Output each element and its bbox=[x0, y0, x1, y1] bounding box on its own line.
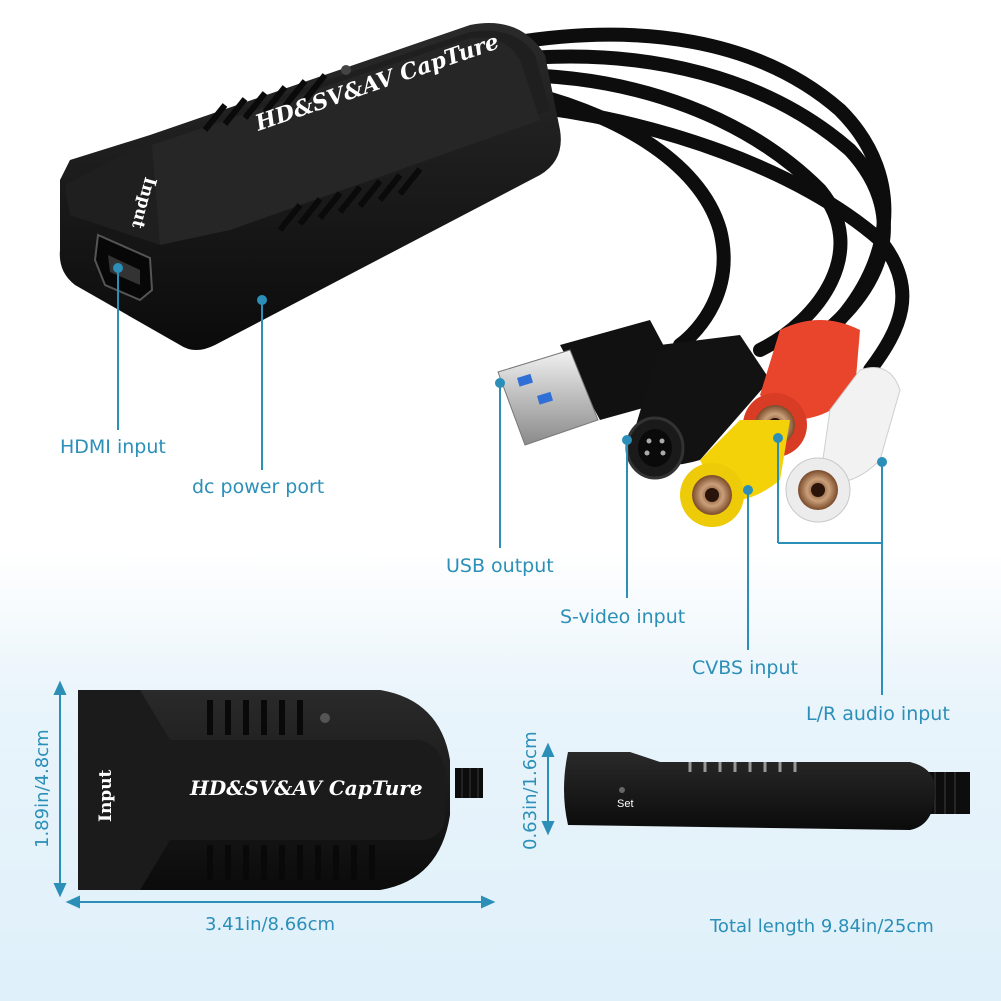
capture-device-topview bbox=[78, 690, 483, 890]
rca-yellow-plug bbox=[680, 420, 790, 527]
cvbs-input-label: CVBS input bbox=[692, 657, 798, 679]
leader-lines bbox=[113, 263, 887, 695]
height-dimension-label: 1.89in/4.8cm bbox=[32, 729, 53, 848]
total-length-label: Total length 9.84in/25cm bbox=[710, 916, 934, 937]
hdmi-port bbox=[93, 233, 154, 302]
capture-device-sideview bbox=[564, 752, 970, 830]
dimension-arrows bbox=[53, 680, 555, 909]
set-label: Set bbox=[617, 798, 634, 810]
brand-text-bottom: HD&SV&AV CapTure bbox=[190, 776, 423, 800]
width-dimension-label: 3.41in/8.66cm bbox=[205, 914, 336, 935]
thickness-dimension-label: 0.63in/1.6cm bbox=[520, 731, 541, 850]
svideo-input-label: S-video input bbox=[560, 606, 686, 628]
usb-output-label: USB output bbox=[446, 555, 554, 577]
cable-bundle bbox=[493, 27, 910, 377]
capture-device-top bbox=[59, 23, 561, 350]
dc-power-port-label: dc power port bbox=[192, 476, 325, 498]
hdmi-input-label: HDMI input bbox=[60, 436, 166, 458]
lr-audio-input-label: L/R audio input bbox=[806, 703, 950, 725]
input-label-bottom: Input bbox=[96, 769, 116, 822]
